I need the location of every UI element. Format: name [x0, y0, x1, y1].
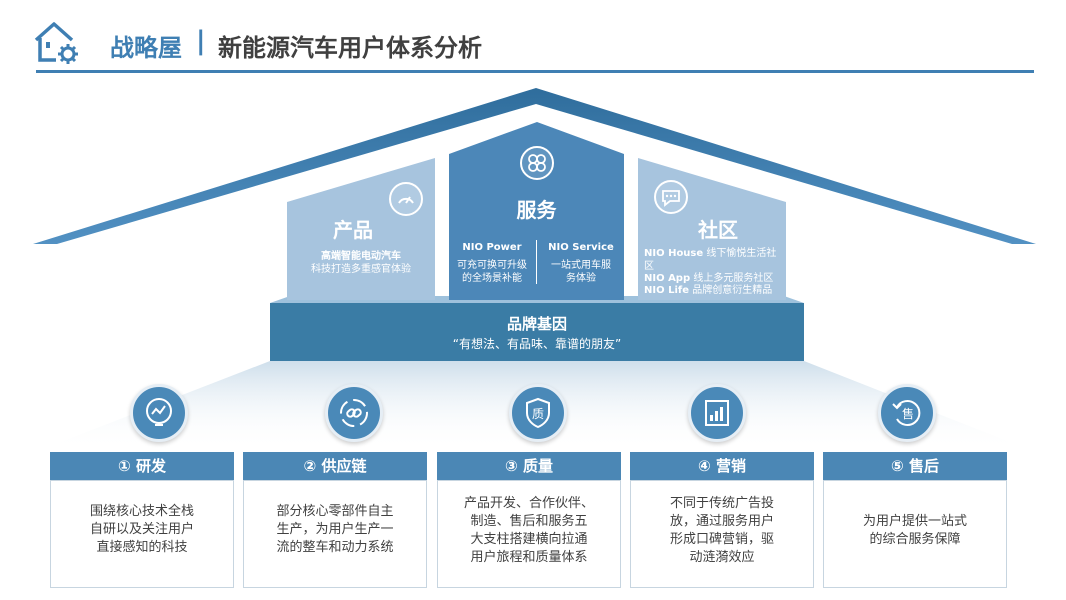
- pillar-text-line: 自研以及关注用户: [89, 522, 194, 537]
- pillar-head-quality: ③ 质量: [437, 452, 621, 480]
- quality-badge: 质: [532, 407, 544, 421]
- pillar-text-line: 制造、售后和服务五: [470, 514, 588, 529]
- service-title: 服务: [516, 198, 557, 222]
- product-line1: 高端智能电动汽车: [321, 251, 401, 262]
- nio-life-row: NIO Life 品牌创意衍生精品: [644, 284, 784, 297]
- pillar-text-line: 直接感知的科技: [96, 540, 188, 555]
- nio-house-text: 线下愉悦生活社: [706, 248, 777, 259]
- pillar-text-line: 部分核心零部件自主: [276, 504, 394, 519]
- header: 战略屋 | 新能源汽车用户体系分析: [0, 0, 1066, 80]
- pillar-box-supply-chain: 部分核心零部件自主 生产，为用户生产一 流的整车和动力系统: [243, 480, 427, 588]
- product-line2: 科技打造多重感官体验: [311, 264, 411, 275]
- pillar-text-line: 放，通过服务用户: [669, 514, 774, 529]
- pillar-text-line: 用户旅程和质量体系: [470, 550, 588, 565]
- pillar-box-after-sales: 为用户提供一站式 的综合服务保障: [823, 480, 1007, 588]
- service-house-shape: [449, 122, 624, 300]
- pillar-text-line: 围绕核心技术全栈: [89, 504, 194, 519]
- nio-power-label: NIO Power: [462, 242, 522, 253]
- gauge-icon: [389, 182, 423, 216]
- community-house: 社区 NIO House 线下愉悦生活社 区 NIO App 线上多元服务社区 …: [638, 158, 786, 300]
- product-house: 产品 高端智能电动汽车 科技打造多重感官体验: [287, 158, 435, 300]
- pillar-text-line: 为用户提供一站式: [862, 514, 967, 529]
- research-circle: [130, 384, 188, 442]
- brand-subtitle: “有想法、有品味、靠谱的朋友”: [452, 337, 622, 351]
- nio-app-label: NIO App: [644, 273, 691, 284]
- quality-shield-icon: 质: [526, 397, 550, 429]
- nio-service-line1: 一站式用车服: [551, 260, 611, 271]
- pillar-text-line: 动涟漪效应: [689, 550, 755, 565]
- community-title: 社区: [698, 218, 738, 242]
- pillar-head-research: ① 研发: [50, 452, 234, 480]
- pillar-head-supply-chain: ② 供应链: [243, 452, 427, 480]
- brand-title: 品牌基因: [506, 315, 567, 333]
- pillar-text-line: 形成口碑营销，驱: [669, 532, 774, 547]
- pillar-box-marketing: 不同于传统广告投 放，通过服务用户 形成口碑营销，驱 动涟漪效应: [630, 480, 814, 588]
- supply-chain-circle: [325, 384, 383, 442]
- bar-chart-icon: [705, 400, 729, 426]
- nio-house-label: NIO House: [644, 248, 704, 259]
- nio-service-label: NIO Service: [548, 242, 614, 253]
- marketing-circle: [688, 384, 746, 442]
- title-separator: |: [196, 26, 206, 56]
- title-rule: [36, 70, 1034, 73]
- nio-power-line1: 可充可换可升级: [457, 260, 527, 271]
- flower-icon: [520, 146, 554, 180]
- pillar-head-marketing: ④ 营销: [630, 452, 814, 480]
- service-divider: [536, 240, 537, 284]
- nio-life-label: NIO Life: [644, 285, 690, 296]
- pillar-text-line: 生产，为用户生产一: [276, 522, 394, 537]
- brand-gene-band: 品牌基因 “有想法、有品味、靠谱的朋友”: [270, 303, 804, 361]
- pillar-box-quality: 产品开发、合作伙伴、 制造、售后和服务五 大支柱搭建横向拉通 用户旅程和质量体系: [437, 480, 621, 588]
- nio-power-line2: 的全场景补能: [462, 273, 522, 284]
- page-title: 新能源汽车用户体系分析: [218, 34, 482, 62]
- pillar-box-research: 围绕核心技术全栈 自研以及关注用户 直接感知的科技: [50, 480, 234, 588]
- pillar-head-after-sales: ⑤ 售后: [823, 452, 1007, 480]
- nio-life-text: 品牌创意衍生精品: [692, 285, 773, 296]
- house-gear-logo-icon: [34, 22, 78, 64]
- nio-house-text2: 区: [644, 261, 654, 272]
- nio-app-text: 线上多元服务社区: [693, 273, 774, 284]
- title-prefix: 战略屋: [110, 34, 182, 62]
- after-sales-circle: 售: [878, 384, 936, 442]
- nio-app-row: NIO App 线上多元服务社区: [644, 272, 784, 285]
- pillar-text-line: 的综合服务保障: [869, 532, 961, 547]
- nio-house-row: NIO House 线下愉悦生活社 区: [644, 247, 784, 273]
- chart-bulb-icon: [146, 398, 172, 426]
- pillar-text-line: 产品开发、合作伙伴、: [463, 496, 594, 511]
- pillar-text-line: 流的整车和动力系统: [276, 540, 394, 555]
- pillar-text-line: 大支柱搭建横向拉通: [470, 532, 588, 547]
- pillar-text-line: 不同于传统广告投: [669, 496, 774, 511]
- quality-circle: 质: [509, 384, 567, 442]
- link-cycle-icon: [340, 399, 368, 427]
- service-house: 服务 NIO Power 可充可换可升级 的全场景补能 NIO Service …: [449, 122, 624, 300]
- chat-bubble-icon: [654, 180, 688, 214]
- product-title: 产品: [333, 218, 373, 242]
- after-sales-icon: 售: [892, 400, 921, 426]
- after-sales-badge: 售: [902, 406, 914, 421]
- nio-service-line2: 务体验: [566, 273, 596, 284]
